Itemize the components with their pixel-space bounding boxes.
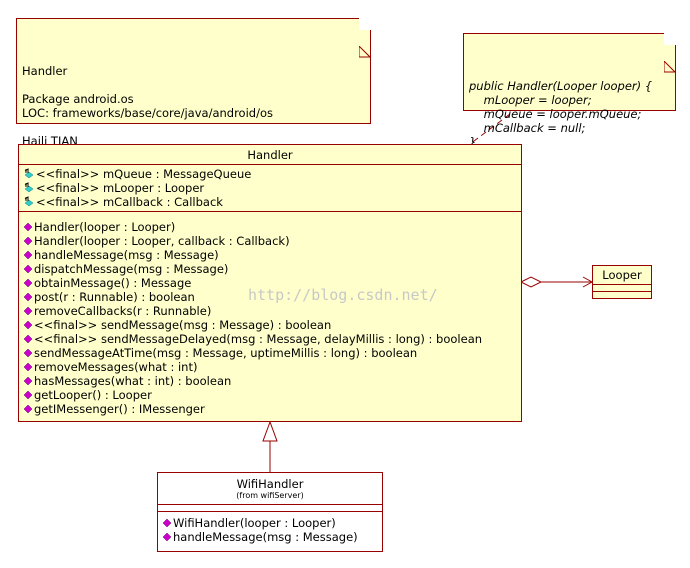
note-line [22, 120, 365, 134]
public-operation-icon [162, 518, 172, 528]
operation-row-label: post(r : Runnable) : boolean [34, 290, 195, 304]
note-fold-icon [664, 33, 676, 73]
operation-row[interactable]: <<final>> sendMessage(msg : Message) : b… [23, 318, 517, 332]
class-stereotype: (from wifiServer) [236, 491, 304, 500]
operation-row-label: Handler(looper : Looper, callback : Call… [34, 234, 290, 248]
attribute-row[interactable]: <<final>> mQueue : MessageQueue [23, 167, 517, 181]
public-operation-icon [23, 250, 33, 260]
operation-row-label: obtainMessage() : Message [34, 276, 192, 290]
public-operation-icon [23, 292, 33, 302]
handler-class[interactable]: Handler <<final>> mQueue : MessageQueue<… [18, 144, 522, 422]
note-code-line: public Handler(Looper looper) { [469, 79, 653, 93]
class-name: Looper [593, 266, 651, 285]
aggregation-diamond [519, 276, 543, 288]
operation-row-label: hasMessages(what : int) : boolean [34, 374, 232, 388]
operation-row-label: getIMessenger() : IMessenger [34, 402, 205, 416]
generalization-triangle [262, 420, 278, 442]
operation-row[interactable]: Handler(looper : Looper) [23, 220, 517, 234]
operation-row-label: handleMessage(msg : Message) [173, 530, 358, 544]
operation-row[interactable]: Handler(looper : Looper, callback : Call… [23, 234, 517, 248]
operation-row-label: WifiHandler(looper : Looper) [173, 516, 336, 530]
operation-row[interactable]: removeMessages(what : int) [23, 360, 517, 374]
operation-row[interactable]: handleMessage(msg : Message) [162, 530, 378, 544]
note-anchor-line [469, 113, 511, 145]
operation-row-label: <<final>> sendMessage(msg : Message) : b… [34, 318, 332, 332]
operation-row[interactable]: hasMessages(what : int) : boolean [23, 374, 517, 388]
attribute-row[interactable]: <<final>> mCallback : Callback [23, 195, 517, 209]
attribute-row-label: <<final>> mQueue : MessageQueue [36, 167, 252, 181]
operation-row[interactable]: post(r : Runnable) : boolean [23, 290, 517, 304]
class-header: WifiHandler (from wifiServer) [158, 473, 382, 505]
operation-row[interactable]: getIMessenger() : IMessenger [23, 402, 517, 416]
note-code-line: } [469, 135, 477, 149]
public-operation-icon [23, 222, 33, 232]
public-operation-icon [23, 334, 33, 344]
constructor-note: public Handler(Looper looper) { mLooper … [463, 33, 676, 149]
operation-row-label: removeCallbacks(r : Runnable) [34, 304, 212, 318]
note-line: LOC: frameworks/base/core/java/android/o… [22, 106, 273, 120]
protected-attribute-icon [24, 182, 34, 193]
operation-row[interactable]: WifiHandler(looper : Looper) [162, 516, 378, 530]
operation-list: Handler(looper : Looper)Handler(looper :… [19, 211, 521, 418]
protected-attribute-icon [24, 196, 34, 207]
public-operation-icon [162, 532, 172, 542]
empty-attribute-section [158, 505, 382, 512]
note-code-line: mLooper = looper; [469, 93, 592, 107]
class-name: Handler [19, 145, 521, 165]
operation-row-label: handleMessage(msg : Message) [34, 248, 219, 262]
protected-attribute-icon [24, 168, 34, 179]
wifi-handler-class[interactable]: WifiHandler (from wifiServer) WifiHandle… [157, 472, 383, 552]
public-operation-icon [23, 362, 33, 372]
class-name: WifiHandler [236, 477, 304, 491]
public-operation-icon [23, 404, 33, 414]
note-line: Handler [22, 64, 68, 78]
operation-row-label: removeMessages(what : int) [34, 360, 198, 374]
looper-class[interactable]: Looper [592, 265, 652, 299]
public-operation-icon [23, 236, 33, 246]
public-operation-icon [23, 376, 33, 386]
constructor-note-text: public Handler(Looper looper) { mLooper … [469, 79, 670, 149]
operation-row[interactable]: getLooper() : Looper [23, 388, 517, 402]
public-operation-icon [23, 278, 33, 288]
public-operation-icon [23, 306, 33, 316]
operation-row[interactable]: handleMessage(msg : Message) [23, 248, 517, 262]
attribute-list: <<final>> mQueue : MessageQueue<<final>>… [19, 165, 521, 211]
operation-row[interactable]: removeCallbacks(r : Runnable) [23, 304, 517, 318]
note-code-line: mCallback = null; [469, 121, 586, 135]
attribute-row-label: <<final>> mLooper : Looper [36, 181, 205, 195]
note-fold-icon [359, 18, 371, 58]
operation-row-label: <<final>> sendMessageDelayed(msg : Messa… [34, 332, 483, 346]
operation-row[interactable]: obtainMessage() : Message [23, 276, 517, 290]
public-operation-icon [23, 348, 33, 358]
operation-list: WifiHandler(looper : Looper)handleMessag… [158, 512, 382, 546]
watermark: http://blog.csdn.net/ [248, 286, 438, 304]
empty-attribute-section [593, 285, 651, 292]
operation-row-label: dispatchMessage(msg : Message) [34, 262, 229, 276]
operation-row-label: Handler(looper : Looper) [34, 220, 176, 234]
public-operation-icon [23, 390, 33, 400]
attribute-row-label: <<final>> mCallback : Callback [36, 195, 223, 209]
operation-row-label: getLooper() : Looper [34, 388, 152, 402]
operation-row[interactable]: sendMessageAtTime(msg : Message, uptimeM… [23, 346, 517, 360]
attribute-row[interactable]: <<final>> mLooper : Looper [23, 181, 517, 195]
public-operation-icon [23, 264, 33, 274]
operation-row[interactable]: <<final>> sendMessageDelayed(msg : Messa… [23, 332, 517, 346]
public-operation-icon [23, 320, 33, 330]
operation-row-label: sendMessageAtTime(msg : Message, uptimeM… [34, 346, 418, 360]
operation-row[interactable]: dispatchMessage(msg : Message) [23, 262, 517, 276]
note-code-line: mQueue = looper.mQueue; [469, 107, 642, 121]
note-line [22, 78, 365, 92]
note-line: Package android.os [22, 92, 134, 106]
